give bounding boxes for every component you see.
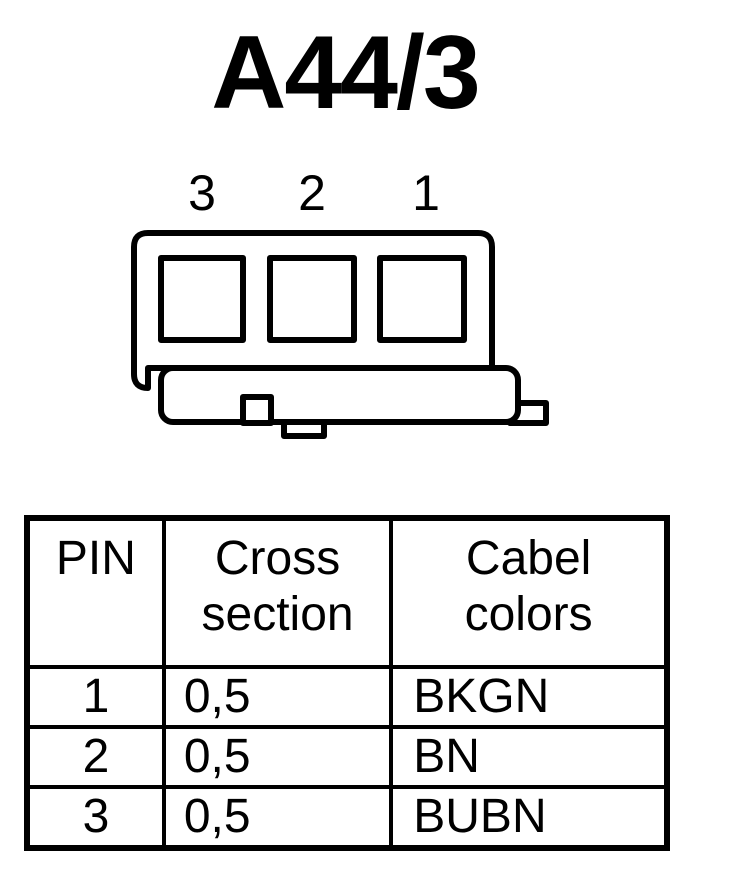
latch-key (240, 394, 274, 426)
cell-cross-section: 0,5 (161, 725, 394, 789)
table-row: 2 0,5 BN (25, 725, 669, 789)
pin-label-1: 1 (412, 165, 440, 221)
cell-pin: 2 (25, 725, 166, 789)
table-row: 3 0,5 BUBN (25, 785, 669, 850)
cell-cable-color: BN (389, 725, 669, 789)
cell-pin: 1 (25, 665, 166, 729)
cell-cable-color: BUBN (389, 785, 669, 850)
cell-cable-color: BKGN (389, 665, 669, 729)
table-row: 1 0,5 BKGN (25, 665, 669, 729)
latch-body (158, 365, 521, 425)
connector-title: A44/3 (211, 15, 481, 131)
cell-cross-section: 0,5 (161, 785, 394, 850)
pin-assignment-table: PIN Cross section Cabel colors 1 0,5 BKG… (24, 515, 670, 851)
connector-diagram (131, 230, 549, 439)
pin-cavity-1 (377, 255, 467, 343)
pin-label-3: 3 (188, 165, 216, 221)
table-header-row: PIN Cross section Cabel colors (25, 516, 669, 669)
pin-cavity-3 (158, 255, 246, 343)
cell-pin: 3 (25, 785, 166, 850)
header-pin: PIN (25, 516, 166, 669)
header-cross-section: Cross section (161, 516, 394, 669)
header-cable-colors: Cabel colors (389, 516, 669, 669)
pin-number-labels: 3 2 1 (0, 164, 736, 224)
pin-cavity-2 (267, 255, 357, 343)
cell-cross-section: 0,5 (161, 665, 394, 729)
pin-label-2: 2 (298, 165, 326, 221)
